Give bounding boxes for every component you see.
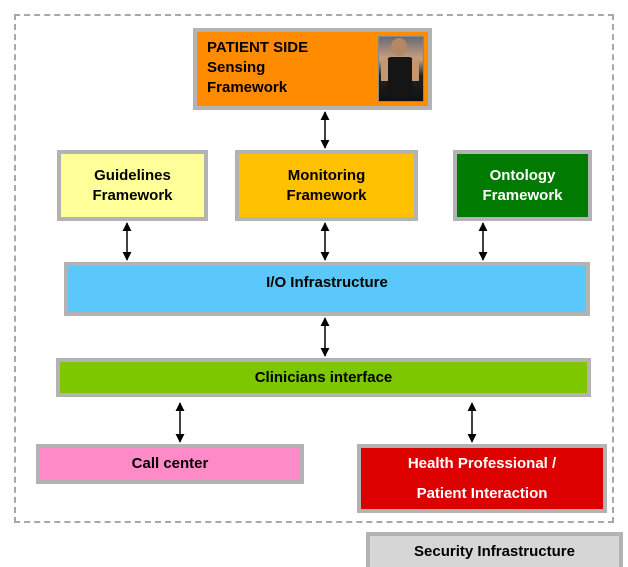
guidelines-line-2: Framework bbox=[92, 186, 173, 204]
io-infrastructure-label: I/O Infrastructure bbox=[266, 274, 388, 291]
io-infrastructure-box: I/O Infrastructure bbox=[64, 262, 590, 316]
security-infrastructure-box: Security Infrastructure bbox=[366, 532, 623, 567]
patient-side-line-1: PATIENT SIDE bbox=[207, 39, 309, 56]
health-line-1: Health Professional / bbox=[407, 454, 557, 472]
ontology-line-2: Framework bbox=[482, 186, 563, 204]
person-photo-icon bbox=[378, 36, 424, 102]
patient-side-line-2: Sensing bbox=[207, 59, 266, 76]
patient-side-box: PATIENT SIDE Sensing Framework bbox=[193, 28, 432, 110]
guidelines-line-1: Guidelines bbox=[94, 166, 171, 184]
monitoring-framework-box: Monitoring Framework bbox=[235, 150, 418, 221]
patient-side-line-3: Framework bbox=[207, 79, 288, 96]
call-center-box: Call center bbox=[36, 444, 304, 484]
health-line-2: Patient Interaction bbox=[416, 484, 548, 502]
guidelines-framework-box: Guidelines Framework bbox=[57, 150, 208, 221]
monitoring-line-1: Monitoring bbox=[287, 166, 366, 184]
system-boundary bbox=[14, 14, 614, 523]
clinicians-interface-label: Clinicians interface bbox=[254, 368, 393, 386]
health-professional-box: Health Professional / Patient Interactio… bbox=[357, 444, 607, 513]
call-center-label: Call center bbox=[131, 455, 209, 472]
clinicians-interface-box: Clinicians interface bbox=[56, 358, 591, 397]
ontology-line-1: Ontology bbox=[489, 166, 556, 184]
ontology-framework-box: Ontology Framework bbox=[453, 150, 592, 221]
security-infrastructure-label: Security Infrastructure bbox=[414, 542, 575, 560]
monitoring-line-2: Framework bbox=[286, 186, 367, 204]
